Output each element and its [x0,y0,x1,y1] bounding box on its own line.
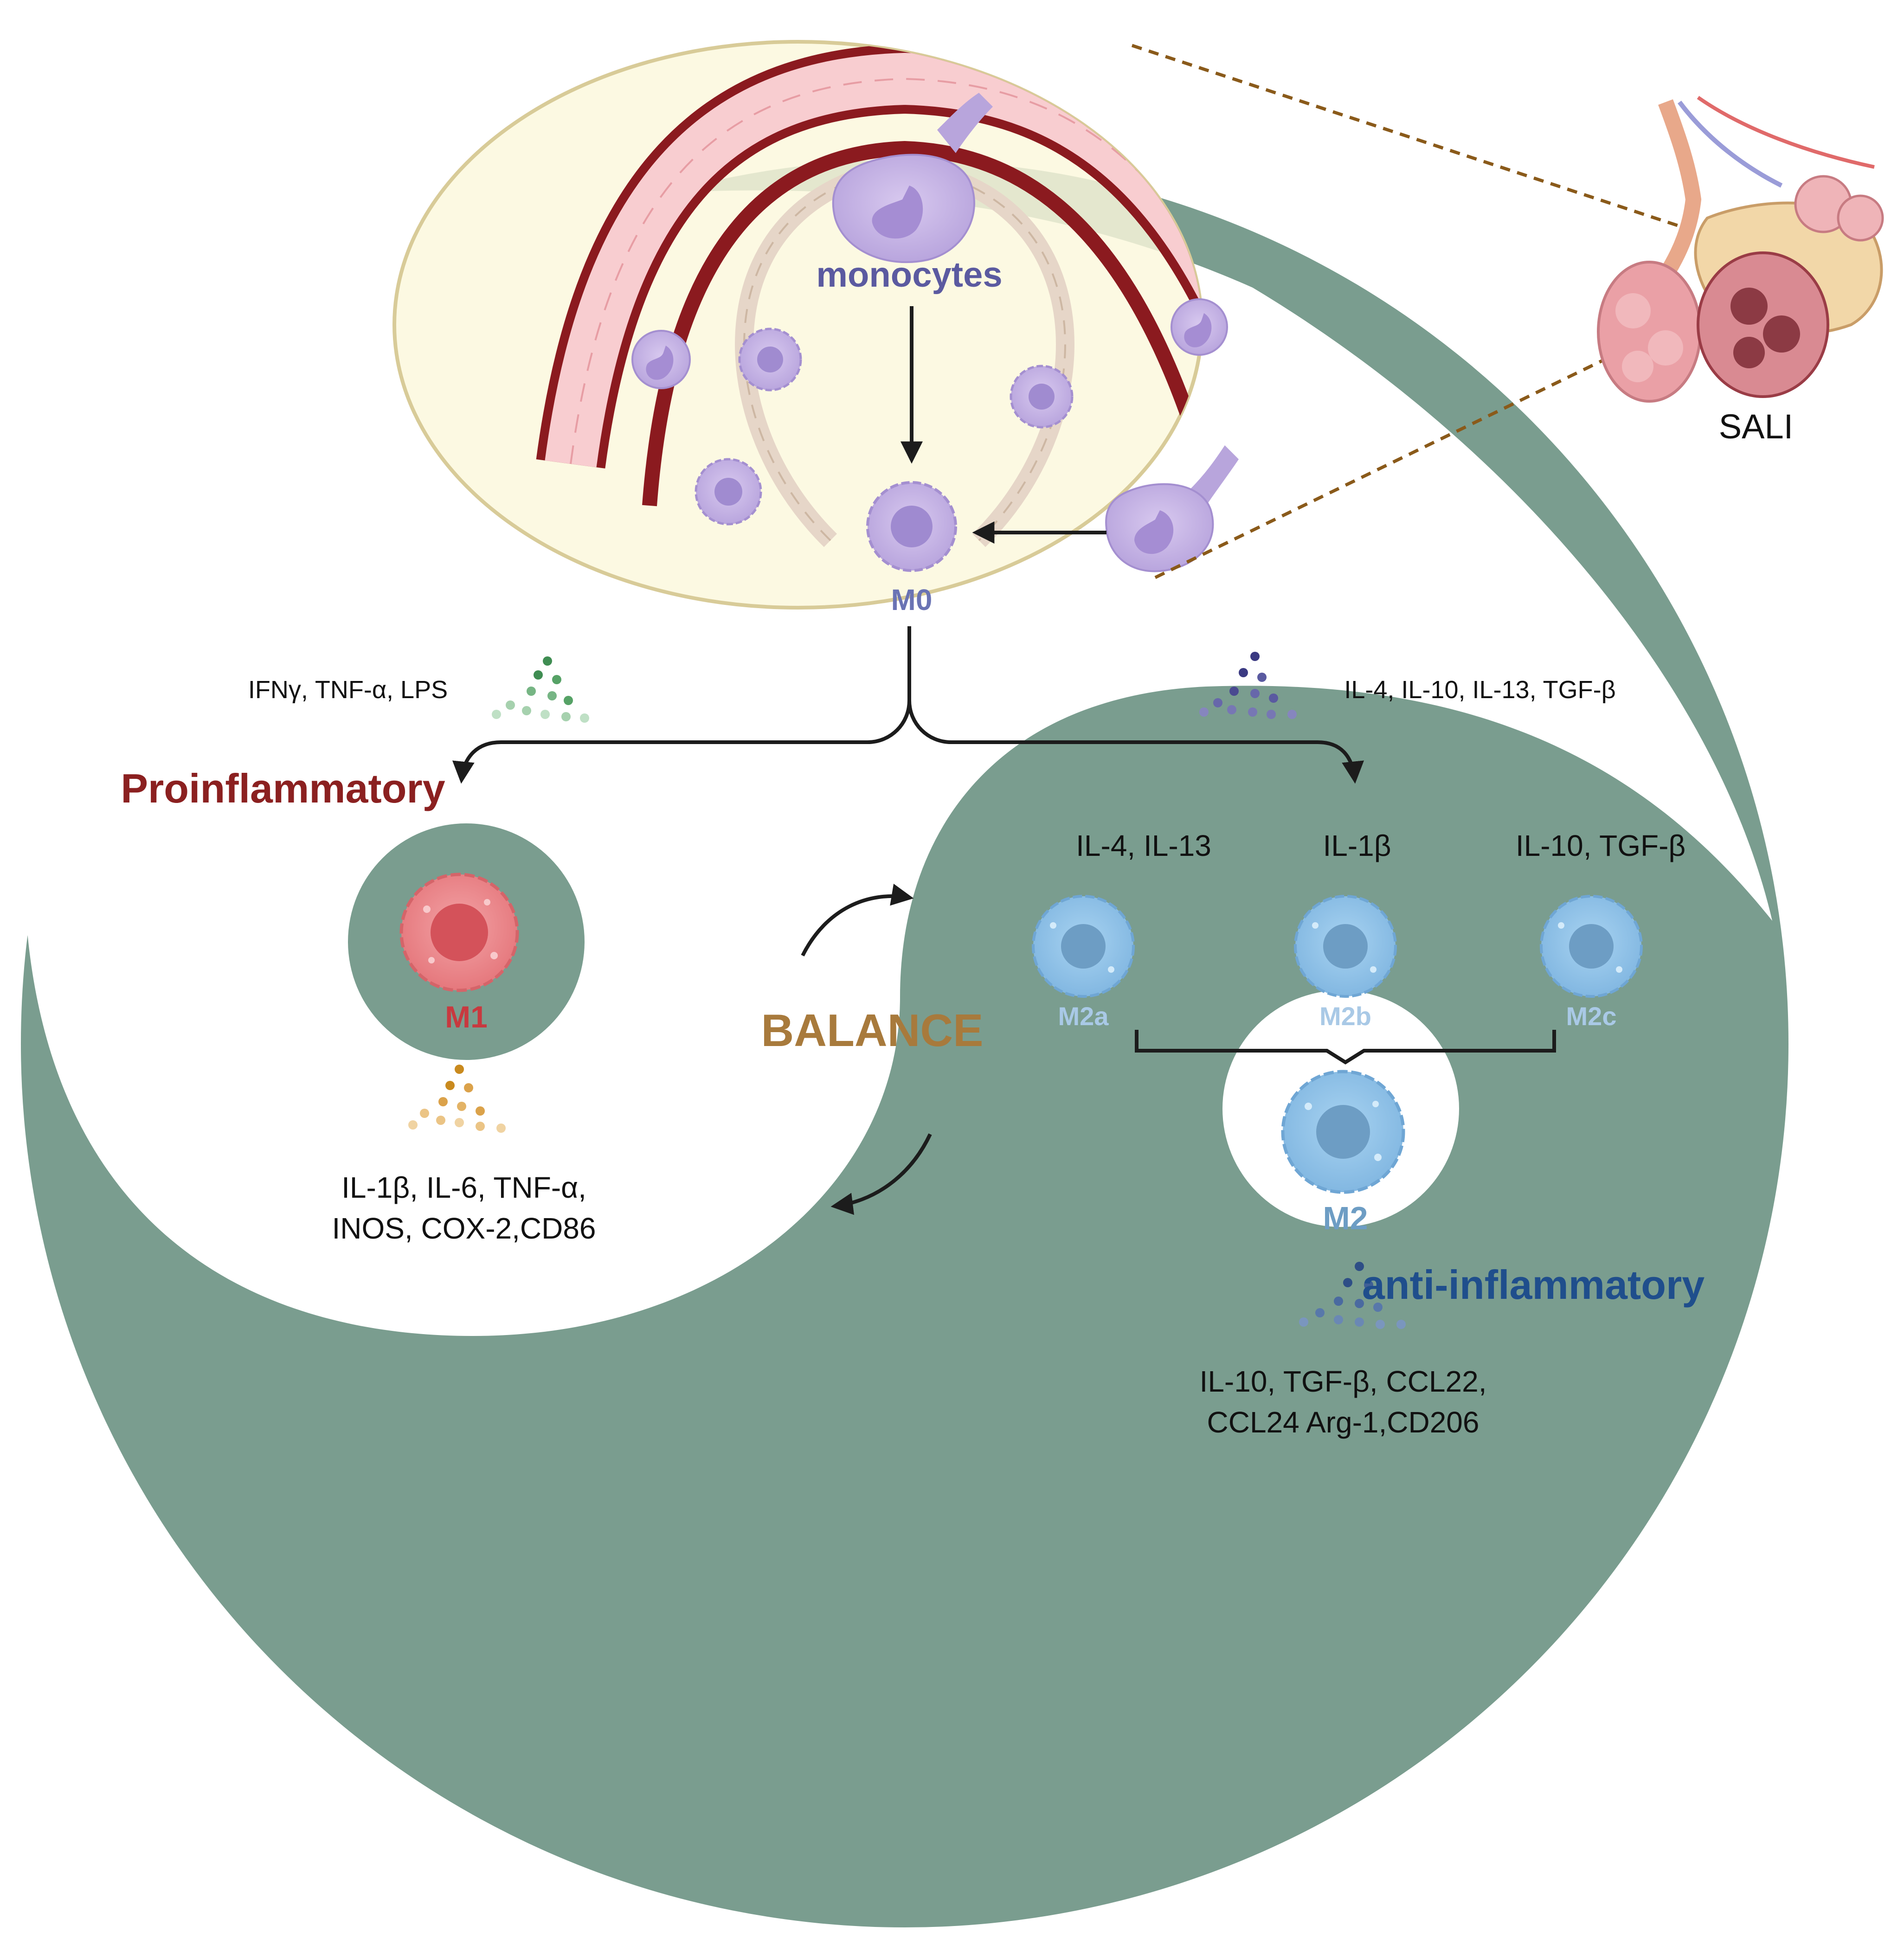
m2b-inducers: IL-1β [1323,829,1391,862]
blood-vessel-inner [642,141,1202,508]
m2c-inducers: IL-10, TGF-β [1516,829,1685,862]
zoom-line-top [1131,44,1782,262]
m1-stimuli-text: IFNγ, TNF-α, LPS [248,676,448,704]
sali-label: SALI [1719,407,1793,446]
m2-macrophage [1281,1070,1405,1194]
proinflammatory-label: Proinflammatory [121,765,445,811]
alveolar-macrophage-1 [738,327,802,392]
vessel-oval: monocytes M0 [392,40,1239,616]
migrating-monocyte-right [1105,445,1239,572]
m0-macrophage [866,481,957,572]
m0-label: M0 [891,583,933,616]
lung-alveoli-illustration: SALI [1131,44,1884,579]
m2a-macrophage [1032,895,1135,998]
balance-label: BALANCE [761,1005,983,1056]
m1-label: M1 [445,1000,488,1034]
m2-secretion-dots [1299,1262,1406,1329]
m1-macrophage [399,873,519,992]
m2-stimuli-text: IL-4, IL-10, IL-13, TGF-β [1344,676,1615,704]
monocyte-in-vessel-right [1171,298,1228,356]
m2-stimuli-dots [1199,652,1297,719]
m2-markers-line-1: IL-10, TGF-β, CCL22, [1200,1365,1487,1398]
m2c-macrophage [1540,895,1643,998]
balance-arrow-up [801,884,914,957]
m1-markers-line-2: INOS, COX-2,CD86 [332,1212,596,1245]
m1-markers-line-1: IL-1β, IL-6, TNF-α, [341,1171,586,1204]
m2b-label: M2b [1319,1002,1371,1031]
branch-arrows [452,626,1364,784]
monocytes-label: monocytes [816,255,1002,295]
m2b-macrophage [1294,895,1397,998]
m2c-label: M2c [1566,1002,1617,1031]
m2-label: M2 [1323,1200,1368,1236]
migrating-monocyte-top [832,93,993,263]
m1-stimuli-dots [492,656,589,723]
m1-secretion-dots [408,1065,506,1133]
alveolar-macrophage-3 [695,458,762,526]
m2a-label: M2a [1058,1002,1109,1031]
m2-subtype-bracket [1135,1030,1556,1065]
m2-markers-line-2: CCL24 Arg-1,CD206 [1207,1406,1479,1439]
alveolar-macrophage-2 [1010,365,1074,429]
balance-arrow-down [830,1133,932,1215]
monocyte-in-vessel-left [631,330,691,389]
anti-inflammatory-label: anti-inflammatory [1362,1262,1705,1308]
m2a-inducers: IL-4, IL-13 [1076,829,1211,862]
